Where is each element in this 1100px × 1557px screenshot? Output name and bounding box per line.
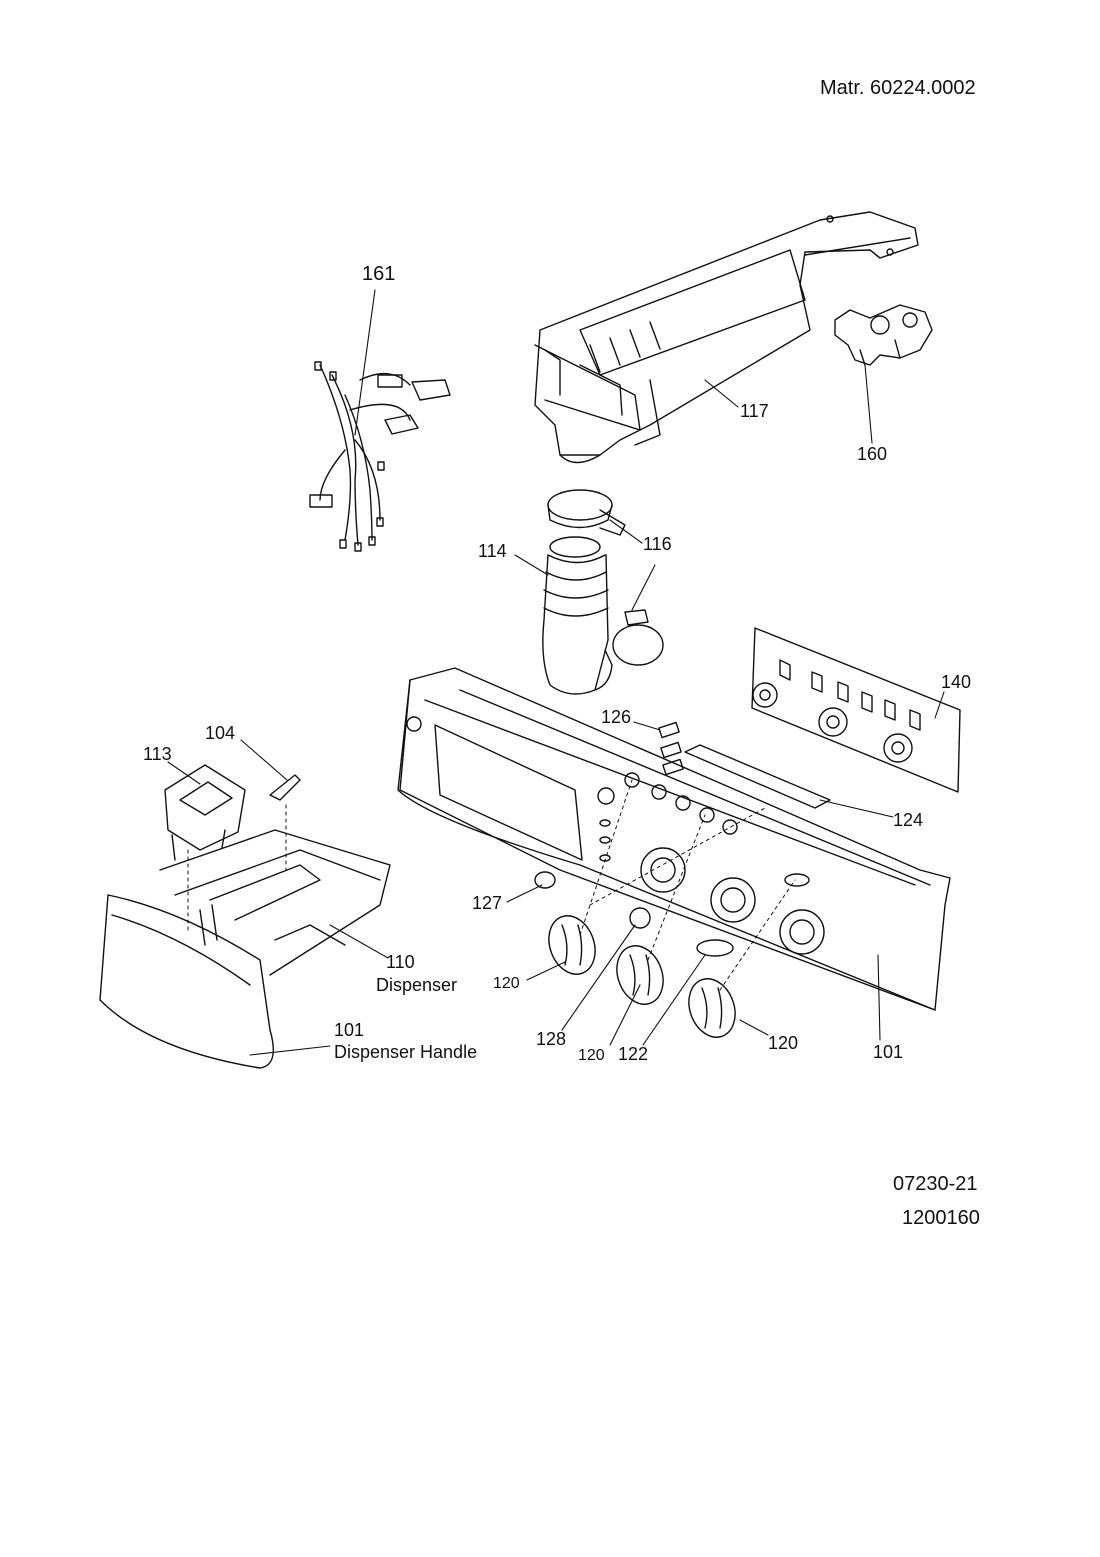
dispenser-cap-drawing <box>164 764 301 861</box>
callout-117: 117 <box>740 401 769 421</box>
callout-113: 113 <box>143 744 172 764</box>
alignment-lines <box>187 779 796 991</box>
dispenser-drawer-drawing <box>99 829 391 1069</box>
water-valve-drawing <box>834 304 933 366</box>
callout-128: 128 <box>536 1029 567 1049</box>
callout-122: 122 <box>618 1044 649 1064</box>
leader-lines <box>167 289 945 1056</box>
callout-140: 140 <box>941 672 972 692</box>
wiring-harness-drawing <box>309 361 451 552</box>
callout-120-middle: 120 <box>578 1047 605 1064</box>
callout-120-left: 120 <box>493 975 520 992</box>
button-strip-drawing <box>658 721 831 809</box>
part-number: 1200160 <box>902 1207 980 1229</box>
callout-101-panel: 101 <box>873 1042 904 1062</box>
control-panel-drawing <box>397 667 951 1011</box>
callout-116: 116 <box>643 534 672 554</box>
control-board-drawing <box>751 627 961 793</box>
callout-161: 161 <box>362 263 396 285</box>
dispenser-housing-drawing <box>534 211 919 464</box>
callout-120-right: 120 <box>768 1033 799 1053</box>
drawing-code: 07230-21 <box>893 1173 978 1195</box>
callout-126: 126 <box>601 707 632 727</box>
callout-114: 114 <box>478 541 507 561</box>
material-number: Matr. 60224.0002 <box>820 77 976 99</box>
callout-110-name: Dispenser <box>376 975 458 995</box>
callout-110: 110 <box>386 952 415 972</box>
callout-101-drawer-name: Dispenser Handle <box>334 1042 478 1062</box>
callout-104: 104 <box>205 723 236 743</box>
callout-124: 124 <box>893 810 924 830</box>
knobs-drawing <box>534 871 736 1038</box>
callout-127: 127 <box>472 893 503 913</box>
bellows-hose-drawing <box>542 489 664 695</box>
callout-160: 160 <box>857 444 888 464</box>
callout-101-drawer: 101 <box>334 1020 365 1040</box>
